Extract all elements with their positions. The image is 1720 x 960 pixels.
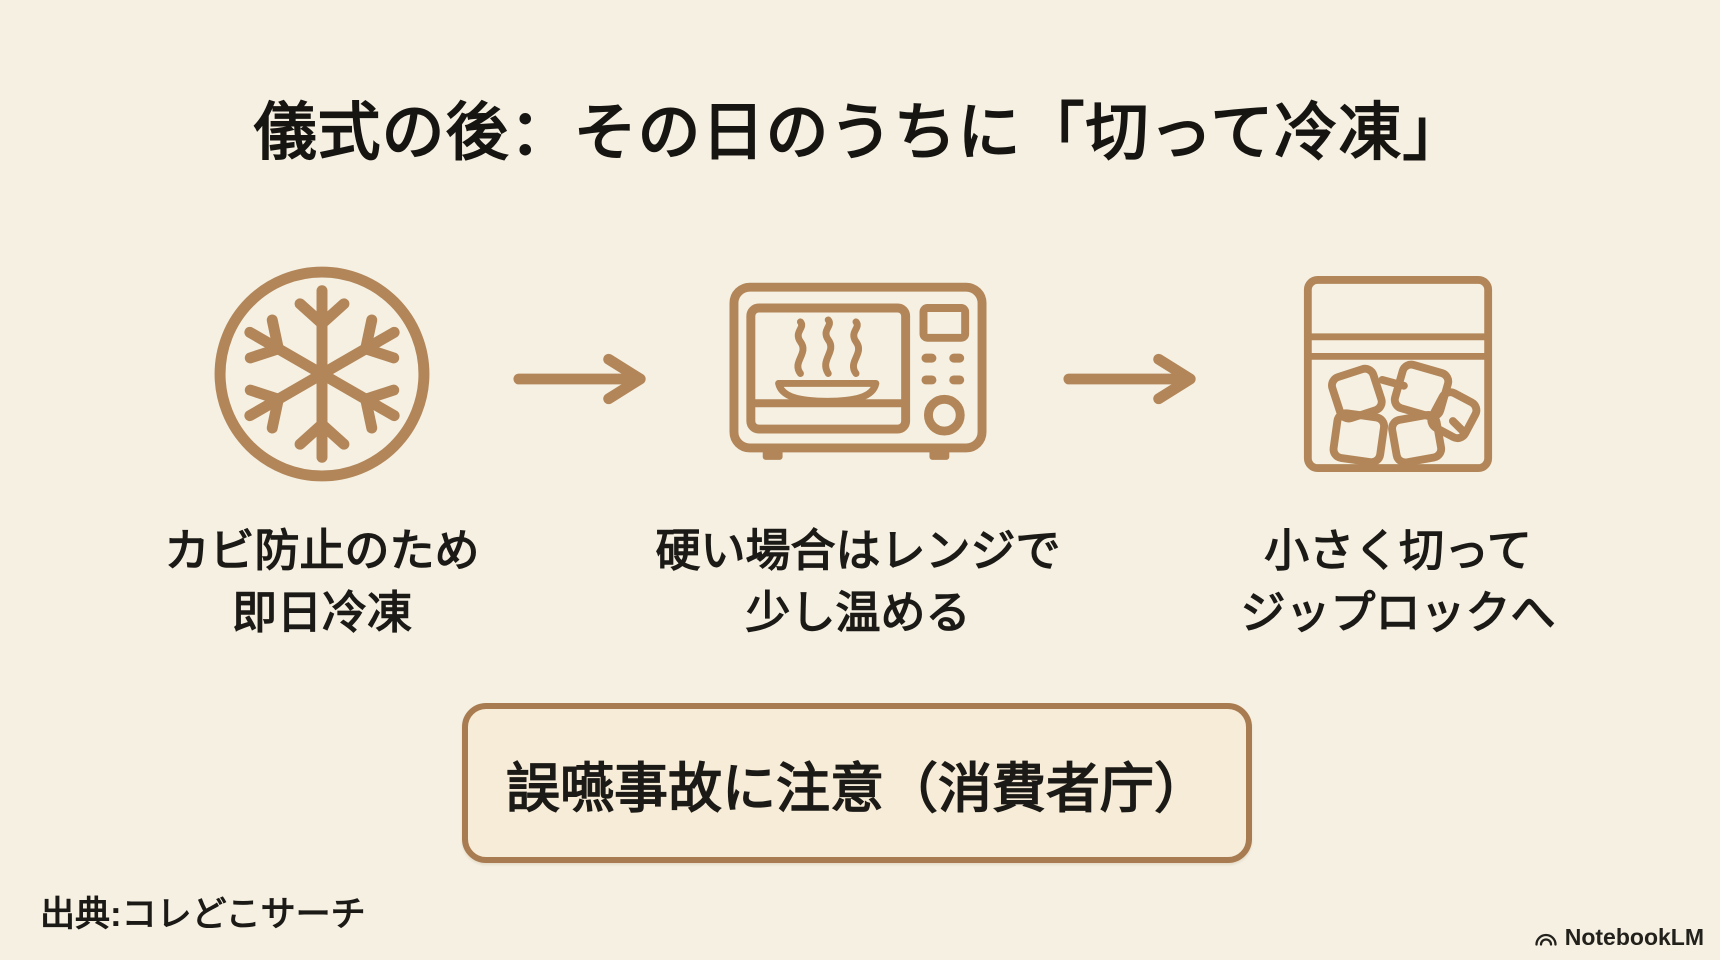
snowflake-icon xyxy=(208,252,436,496)
ziplock-bag-icon xyxy=(1300,252,1496,496)
step-freeze-caption: カビ防止のため 即日冷凍 xyxy=(164,520,479,644)
microwave-icon-svg xyxy=(729,282,987,460)
notebooklm-logo-icon xyxy=(1535,933,1557,946)
caption-line: カビ防止のため xyxy=(164,525,480,576)
page-title: 儀式の後：その日のうちに「切って冷凍」 xyxy=(253,98,1467,168)
step-microwave-caption: 硬い場合はレンジで 少し温める xyxy=(655,520,1060,644)
ziplock-bag-icon-svg xyxy=(1303,275,1493,472)
warning-box: 誤嚥事故に注意（消費者庁） xyxy=(462,703,1252,863)
caption-line: ジップロックへ xyxy=(1240,587,1556,638)
microwave-icon xyxy=(729,252,987,496)
warning-text: 誤嚥事故に注意（消費者庁） xyxy=(506,758,1208,819)
caption-line: 硬い場合はレンジで xyxy=(655,525,1061,576)
right-arrow-icon xyxy=(1063,353,1196,405)
right-arrow-icon xyxy=(513,353,646,405)
caption-line: 小さく切って xyxy=(1264,525,1532,576)
step-microwave: 硬い場合はレンジで 少し温める xyxy=(628,252,1088,644)
snowflake-icon-svg xyxy=(214,266,430,482)
notebooklm-label: NotebookLM xyxy=(1564,924,1704,950)
caption-line: 即日冷凍 xyxy=(231,587,412,638)
step-freeze: カビ防止のため 即日冷凍 xyxy=(92,252,552,644)
source-credit: 出典:コレどこサーチ xyxy=(40,895,366,934)
step-ziplock: 小さく切って ジップロックへ xyxy=(1168,252,1628,644)
caption-line: 少し温める xyxy=(745,587,971,638)
notebooklm-watermark: NotebookLM xyxy=(1534,924,1704,951)
step-ziplock-caption: 小さく切って ジップロックへ xyxy=(1240,520,1555,644)
